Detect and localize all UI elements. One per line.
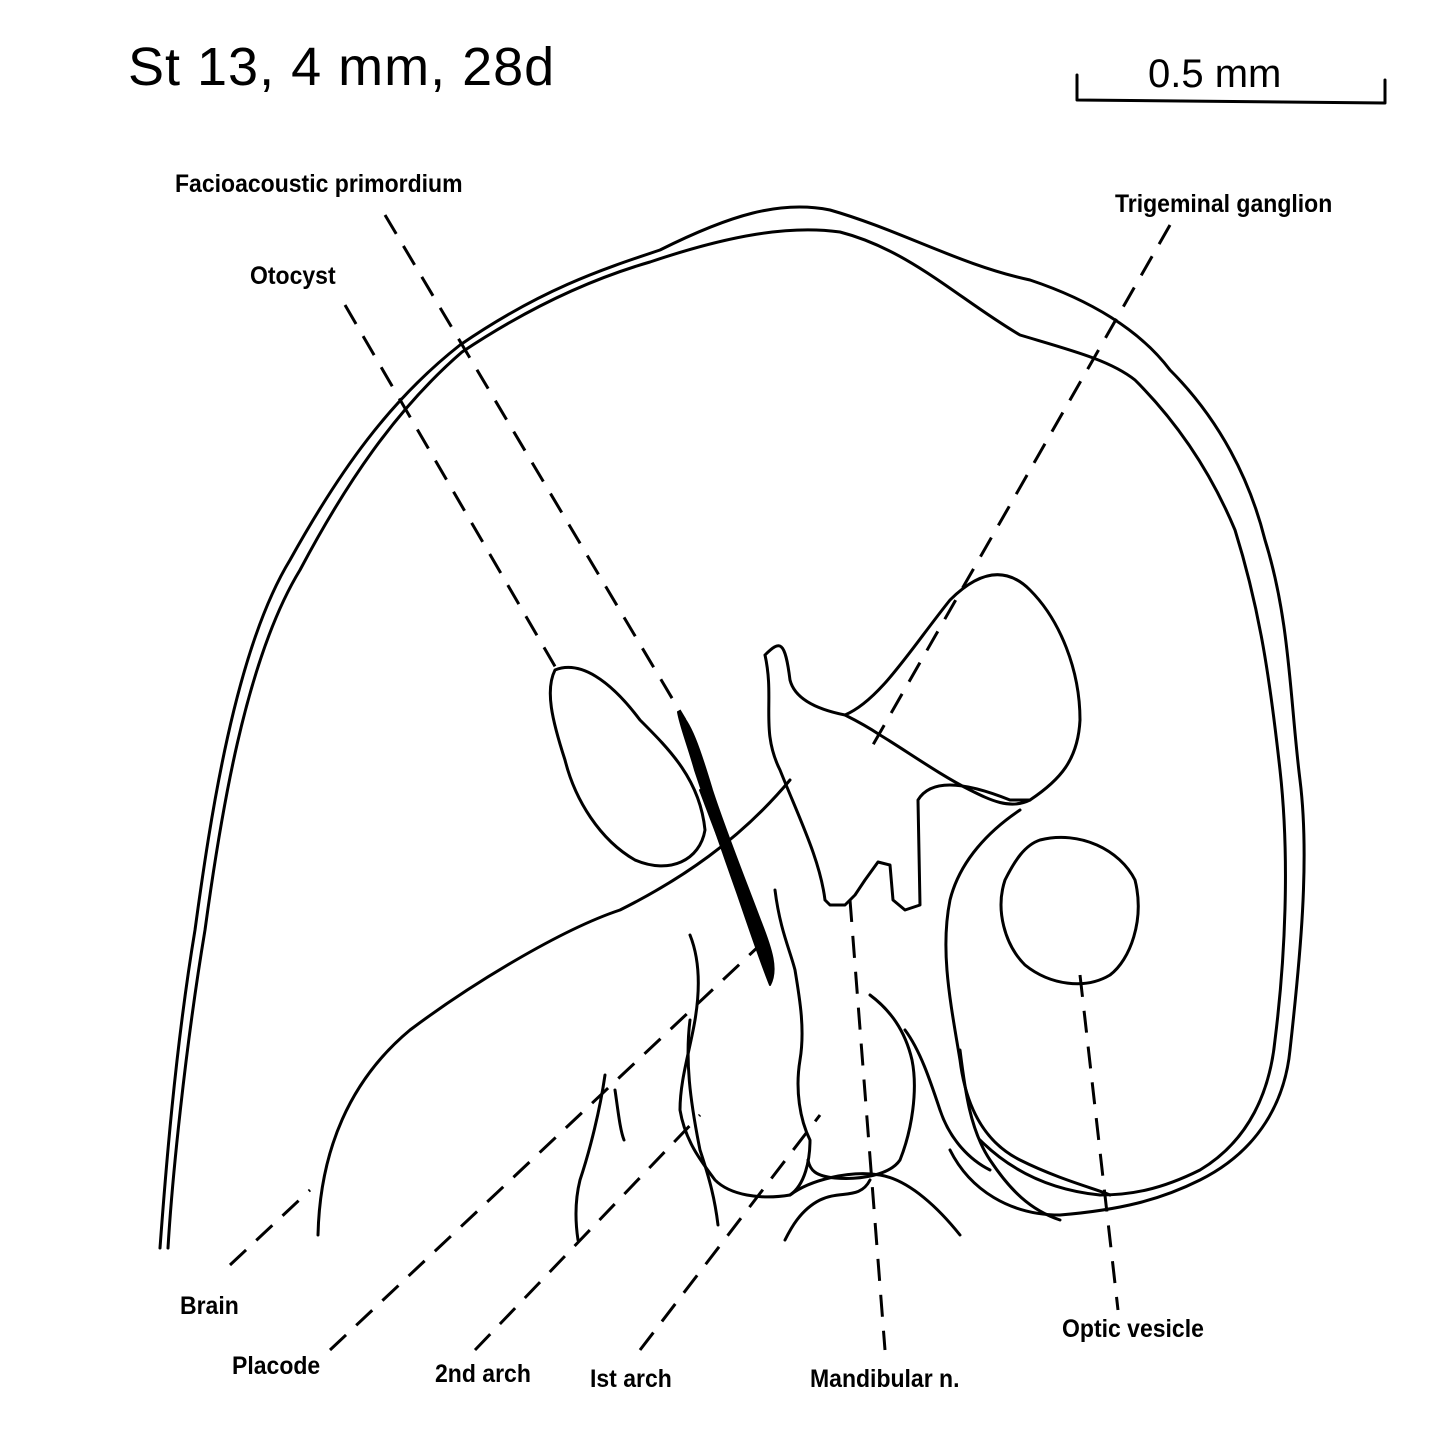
leader-brain bbox=[228, 1188, 312, 1267]
central-structure bbox=[763, 644, 1032, 912]
label-otocyst: Otocyst bbox=[250, 262, 336, 290]
scale-bar bbox=[1075, 73, 1387, 105]
label-arch1: Ist arch bbox=[590, 1365, 672, 1393]
label-arch2: 2nd arch bbox=[435, 1360, 531, 1388]
leader-placode bbox=[328, 943, 762, 1352]
label-trigeminal: Trigeminal ganglion bbox=[1115, 190, 1333, 218]
leader-mandibular bbox=[848, 899, 887, 1351]
optic-cup-region bbox=[944, 808, 1112, 1197]
inner-outline bbox=[166, 228, 1287, 1250]
label-optic: Optic vesicle bbox=[1062, 1315, 1204, 1343]
leader-trigeminal bbox=[868, 224, 1172, 751]
leader-arch1 bbox=[638, 1114, 822, 1351]
facioacoustic-shape bbox=[677, 711, 775, 986]
label-mandibular: Mandibular n. bbox=[810, 1365, 960, 1393]
label-facioacoustic: Facioacoustic primordium bbox=[175, 170, 463, 198]
otocyst-shape bbox=[548, 665, 707, 868]
leader-arch2 bbox=[473, 1113, 702, 1352]
brain-curve bbox=[316, 778, 792, 1237]
leader-facioacoustic bbox=[383, 214, 687, 721]
scale-bar-label: 0.5 mm bbox=[1148, 52, 1282, 96]
optic-vesicle-shape bbox=[999, 835, 1140, 986]
outer-outline bbox=[158, 205, 1306, 1250]
trigeminal-shape bbox=[843, 573, 1082, 806]
arch-1-shape bbox=[806, 993, 916, 1180]
label-brain: Brain bbox=[180, 1292, 239, 1320]
label-placode: Placode bbox=[232, 1352, 321, 1380]
leader-optic bbox=[1078, 974, 1120, 1311]
stage-label: St 13, 4 mm, 28d bbox=[128, 37, 556, 97]
